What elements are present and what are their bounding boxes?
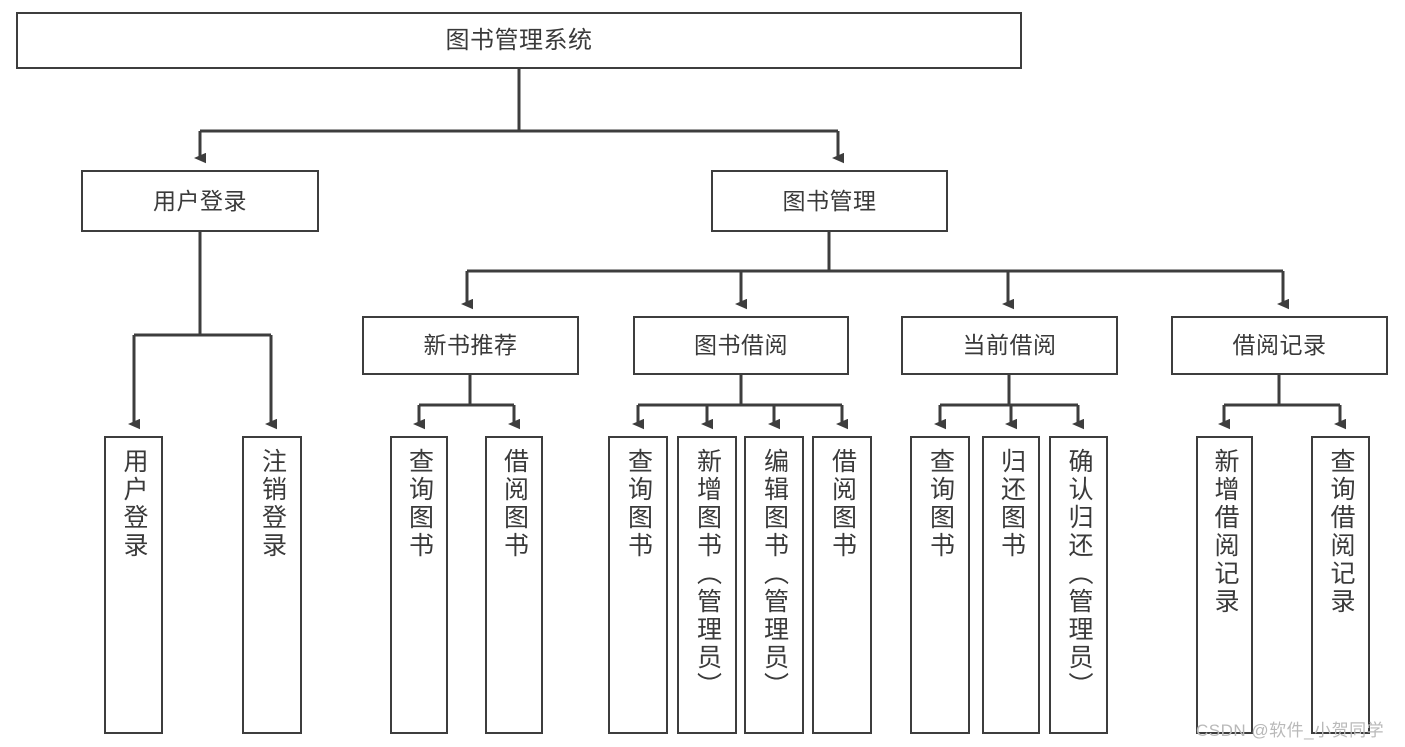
- node-book-borrow-label: 图书借阅: [694, 332, 788, 359]
- leaf-return-book[interactable]: 归还图书: [982, 436, 1040, 734]
- leaf-query-record[interactable]: 查询借阅记录: [1311, 436, 1370, 734]
- leaf-confirm-return-label: 确认归还（管理员）: [1065, 448, 1093, 700]
- leaf-borrow-book-2[interactable]: 借阅图书: [812, 436, 872, 734]
- node-new-book-rec-label: 新书推荐: [423, 332, 518, 359]
- leaf-borrow-book-1[interactable]: 借阅图书: [485, 436, 543, 734]
- leaf-add-book-label: 新增图书（管理员）: [693, 448, 722, 700]
- node-current-borrow-label: 当前借阅: [962, 332, 1057, 359]
- leaf-edit-book[interactable]: 编辑图书（管理员）: [744, 436, 804, 734]
- node-root-label: 图书管理系统: [445, 26, 593, 54]
- leaf-return-book-label: 归还图书: [997, 448, 1026, 560]
- csdn-watermark: CSDN @软件_小贺同学: [1196, 721, 1385, 740]
- leaf-query-book-2-label: 查询图书: [624, 448, 653, 560]
- node-borrow-record-label: 借阅记录: [1232, 332, 1327, 359]
- leaf-logout[interactable]: 注销登录: [242, 436, 302, 734]
- leaf-logout-label: 注销登录: [258, 448, 287, 560]
- leaf-query-book-3-label: 查询图书: [926, 448, 955, 560]
- leaf-user-login-label: 用户登录: [120, 448, 148, 560]
- node-book-manage-label: 图书管理: [782, 187, 877, 214]
- node-book-borrow[interactable]: 图书借阅: [633, 316, 849, 375]
- node-root[interactable]: 图书管理系统: [16, 12, 1022, 69]
- node-new-book-rec[interactable]: 新书推荐: [362, 316, 579, 375]
- leaf-query-book-1-label: 查询图书: [405, 448, 434, 560]
- leaf-add-record-label: 新增借阅记录: [1211, 448, 1239, 616]
- leaf-query-record-label: 查询借阅记录: [1327, 448, 1355, 616]
- leaf-confirm-return[interactable]: 确认归还（管理员）: [1049, 436, 1108, 734]
- leaf-user-login[interactable]: 用户登录: [104, 436, 163, 734]
- leaf-query-book-2[interactable]: 查询图书: [608, 436, 668, 734]
- leaf-borrow-book-1-label: 借阅图书: [500, 448, 529, 560]
- node-user-login[interactable]: 用户登录: [81, 170, 319, 232]
- leaf-add-book[interactable]: 新增图书（管理员）: [677, 436, 737, 734]
- leaf-query-book-3[interactable]: 查询图书: [910, 436, 970, 734]
- leaf-query-book-1[interactable]: 查询图书: [390, 436, 448, 734]
- node-borrow-record[interactable]: 借阅记录: [1171, 316, 1388, 375]
- leaf-add-record[interactable]: 新增借阅记录: [1196, 436, 1253, 734]
- node-current-borrow[interactable]: 当前借阅: [901, 316, 1118, 375]
- node-book-manage[interactable]: 图书管理: [711, 170, 948, 232]
- leaf-edit-book-label: 编辑图书（管理员）: [760, 448, 789, 700]
- node-user-login-label: 用户登录: [153, 187, 247, 214]
- leaf-borrow-book-2-label: 借阅图书: [828, 448, 857, 560]
